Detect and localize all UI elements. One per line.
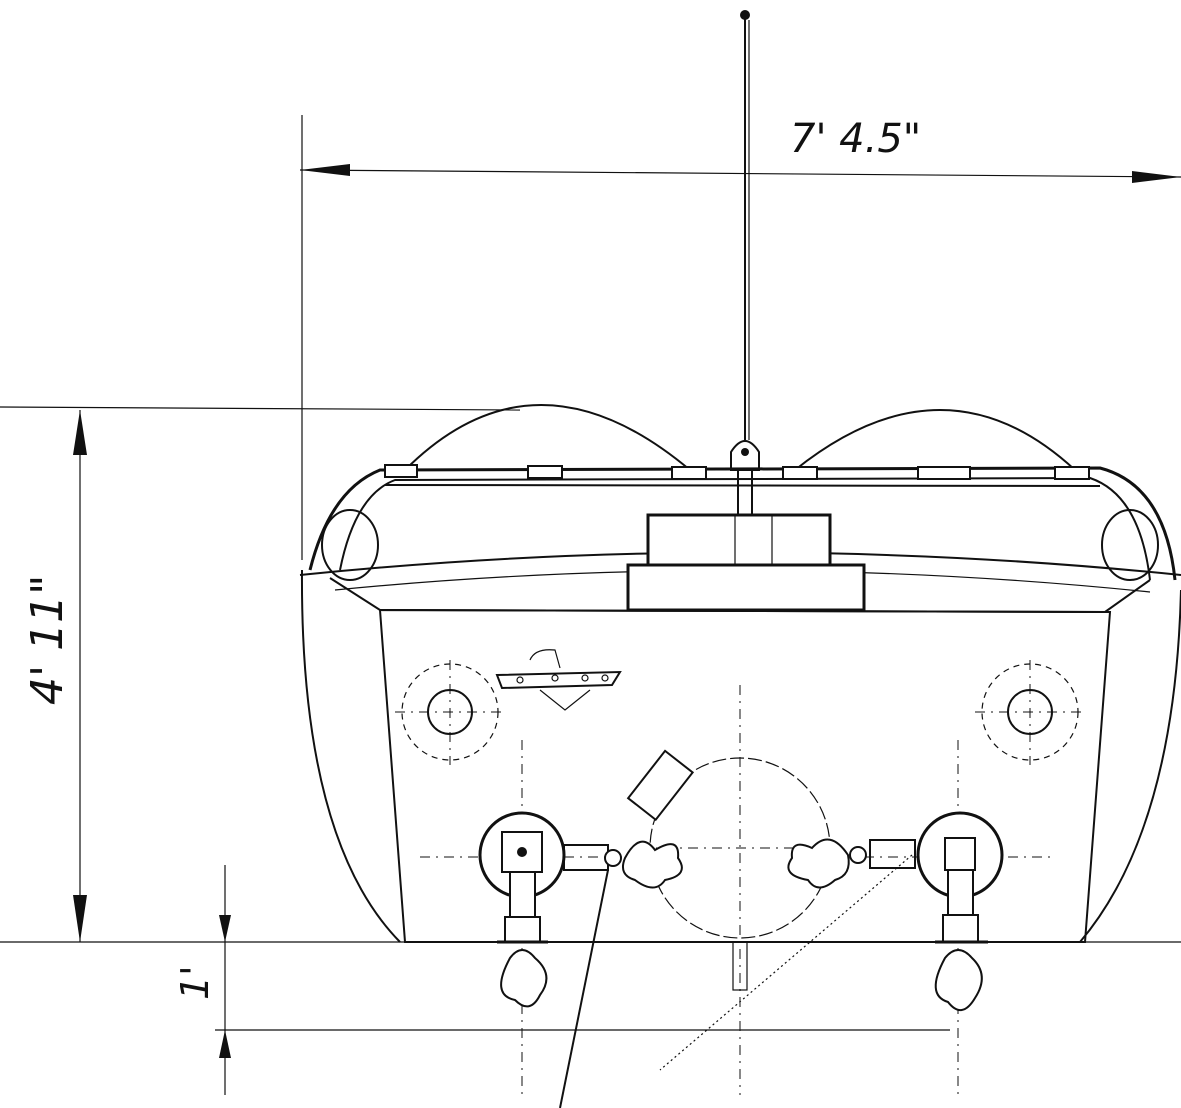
- side-port-left: [395, 660, 505, 765]
- pontoon-left: [300, 569, 401, 943]
- sphere-hatch: [626, 749, 695, 822]
- antenna-mast: [730, 10, 760, 520]
- drop-arrow-bottom: [219, 1030, 231, 1058]
- pontoons: [300, 569, 1181, 943]
- deck-light: [782, 466, 818, 480]
- bumper-left: [321, 509, 379, 581]
- propeller-icon: [622, 840, 683, 889]
- skid-post: [732, 941, 748, 991]
- thruster-left: [478, 811, 683, 1008]
- height-dimension: 4' 11": [0, 406, 1181, 943]
- pontoon-right: [1079, 589, 1181, 943]
- width-arrow-right: [1132, 171, 1181, 183]
- height-extension-top: [0, 406, 521, 411]
- height-arrow-top: [73, 410, 87, 455]
- dome-right: [794, 409, 1076, 471]
- propeller-icon: [787, 838, 850, 889]
- hull-body: [378, 608, 1112, 943]
- dome-left: [404, 404, 691, 471]
- width-arrow-left: [300, 164, 350, 176]
- pressure-sphere: [626, 685, 840, 1095]
- propeller-icon: [934, 949, 983, 1011]
- hatch-lower: [626, 563, 866, 612]
- grab-handle: [495, 670, 622, 690]
- thruster-right: [787, 811, 1004, 1011]
- deck-light: [384, 464, 418, 478]
- leader-left: [559, 869, 609, 1108]
- deck-outline: [308, 466, 1177, 581]
- deck-light: [917, 466, 971, 480]
- deck-light: [671, 466, 707, 480]
- width-label: 7' 4.5": [790, 116, 921, 162]
- hatch-upper: [646, 513, 832, 567]
- leader-lines: [559, 854, 913, 1108]
- height-label: 4' 11": [22, 575, 73, 705]
- deck-lights: [384, 464, 1090, 480]
- width-dimension-line: [299, 169, 1181, 178]
- side-port-right: [975, 660, 1085, 765]
- thruster-drop-dimension: 1': [173, 865, 950, 1095]
- view-domes: [404, 404, 1076, 471]
- deck-light: [1054, 466, 1090, 480]
- width-dimension: 7' 4.5": [299, 115, 1181, 560]
- deck-light: [527, 465, 563, 479]
- height-arrow-bottom: [73, 895, 87, 942]
- propeller-icon: [500, 949, 548, 1008]
- bumper-right: [1101, 509, 1159, 581]
- upper-deck: [299, 464, 1181, 614]
- drop-label: 1': [173, 965, 217, 1000]
- drop-arrow-top: [219, 915, 231, 942]
- leader-right: [659, 854, 913, 1071]
